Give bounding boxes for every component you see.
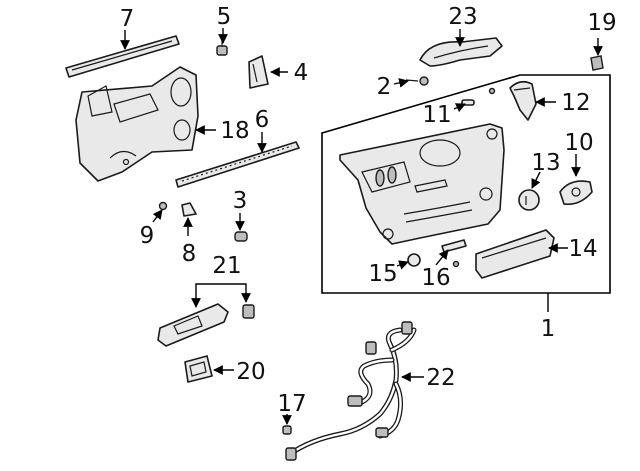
leader-21	[191, 283, 251, 308]
callout-10: 10	[564, 130, 593, 156]
callout-5: 5	[217, 4, 232, 30]
leader-11	[453, 103, 466, 113]
part-23-pull-handle	[419, 37, 503, 67]
callout-14: 14	[568, 236, 597, 262]
callout-17: 17	[277, 391, 306, 417]
part-12-handle-housing	[509, 80, 537, 121]
callout-1: 1	[541, 316, 556, 342]
leader-13	[531, 171, 541, 189]
part-6-weatherstrip	[175, 141, 300, 188]
part-5-clip	[216, 41, 228, 56]
part-19-clip	[590, 55, 604, 71]
part-17-clip	[282, 425, 292, 435]
callout-7: 7	[120, 6, 135, 32]
callout-2: 2	[377, 74, 392, 100]
callout-21: 21	[212, 253, 241, 279]
part-11-pin	[461, 87, 496, 106]
part-18-inner-panel	[75, 66, 199, 182]
part-15-cap	[407, 253, 421, 267]
callout-23: 23	[448, 4, 477, 30]
part-14-armrest	[475, 229, 555, 279]
callout-11: 11	[422, 102, 451, 128]
assembly-box	[321, 74, 611, 294]
callout-19: 19	[587, 10, 616, 36]
part-13-speaker-grille	[518, 189, 540, 211]
part-1-door-trim-panel	[339, 123, 505, 245]
part-21-switch-bezel	[157, 303, 255, 347]
callout-8: 8	[182, 241, 197, 267]
part-8-bracket	[181, 202, 197, 217]
part-4-cover	[248, 55, 269, 89]
callout-6: 6	[255, 107, 270, 133]
callout-15: 15	[368, 261, 397, 287]
callout-9: 9	[140, 223, 155, 249]
callout-18: 18	[220, 118, 249, 144]
leader-9	[152, 209, 163, 223]
callout-12: 12	[561, 90, 590, 116]
part-3-fastener	[234, 231, 248, 242]
callout-4: 4	[294, 60, 309, 86]
callout-3: 3	[233, 188, 248, 214]
part-9-pin	[158, 201, 168, 211]
part-10-handle-bezel	[559, 180, 593, 206]
leader-2	[393, 78, 409, 88]
callout-16: 16	[421, 265, 450, 291]
callout-22: 22	[426, 365, 455, 391]
part-2-screw	[405, 76, 429, 86]
leader-15	[396, 260, 409, 270]
part-7-molding	[65, 35, 180, 78]
callout-13: 13	[531, 150, 560, 176]
callout-20: 20	[236, 359, 265, 385]
part-20-switch	[184, 355, 213, 383]
leader-16	[435, 249, 449, 266]
part-22-wiring-harness	[285, 321, 417, 461]
